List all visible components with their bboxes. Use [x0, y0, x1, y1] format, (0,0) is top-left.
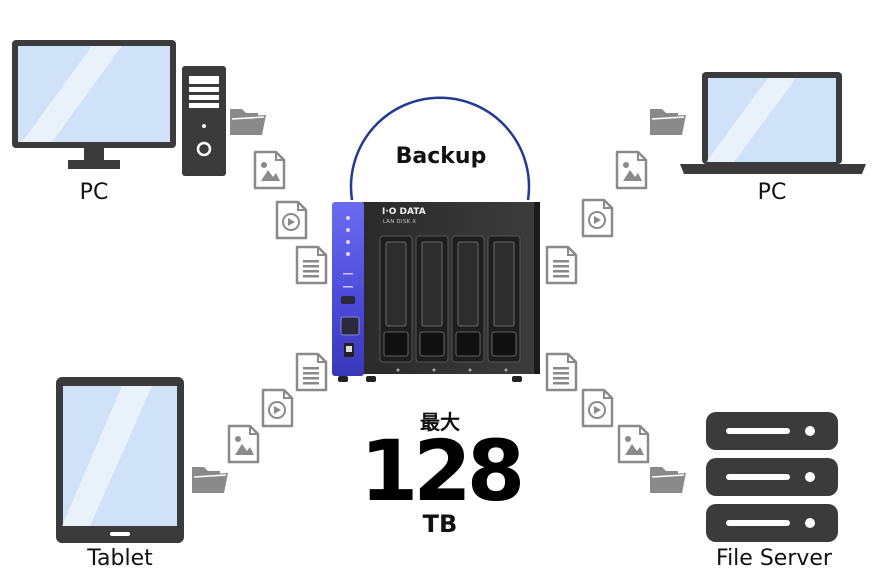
video-file-icon — [580, 388, 614, 428]
file-server-label: File Server — [716, 546, 832, 571]
document-file-icon — [294, 245, 328, 285]
document-file-icon — [294, 352, 328, 392]
image-file-icon — [616, 424, 650, 464]
nas-model-text: LAN DISK X — [383, 219, 417, 225]
folder-icon — [228, 102, 268, 138]
pc-laptop-label: PC — [757, 180, 787, 205]
tablet-icon — [56, 377, 184, 543]
capacity-prefix: 最大 — [420, 410, 460, 434]
tablet-label: Tablet — [87, 546, 153, 571]
laptop-icon — [680, 72, 866, 174]
document-file-icon — [544, 245, 578, 285]
video-file-icon — [260, 388, 294, 428]
document-file-icon — [544, 352, 578, 392]
image-file-icon — [226, 424, 260, 464]
folder-icon — [648, 102, 688, 138]
desktop-pc-icon — [12, 40, 226, 176]
image-file-icon — [614, 150, 648, 190]
pc-desktop-label: PC — [79, 180, 109, 205]
nas-device — [332, 202, 540, 382]
capacity-unit: TB — [422, 510, 458, 538]
video-file-icon — [580, 198, 614, 238]
capacity-value: 128 — [359, 422, 525, 520]
nas-brand-logo: I·O DATA — [382, 207, 426, 217]
file-server-icon — [706, 412, 838, 542]
video-file-icon — [274, 200, 308, 240]
backup-label: Backup — [395, 144, 487, 169]
folder-icon — [190, 460, 230, 496]
image-file-icon — [252, 150, 286, 190]
folder-icon — [648, 460, 688, 496]
